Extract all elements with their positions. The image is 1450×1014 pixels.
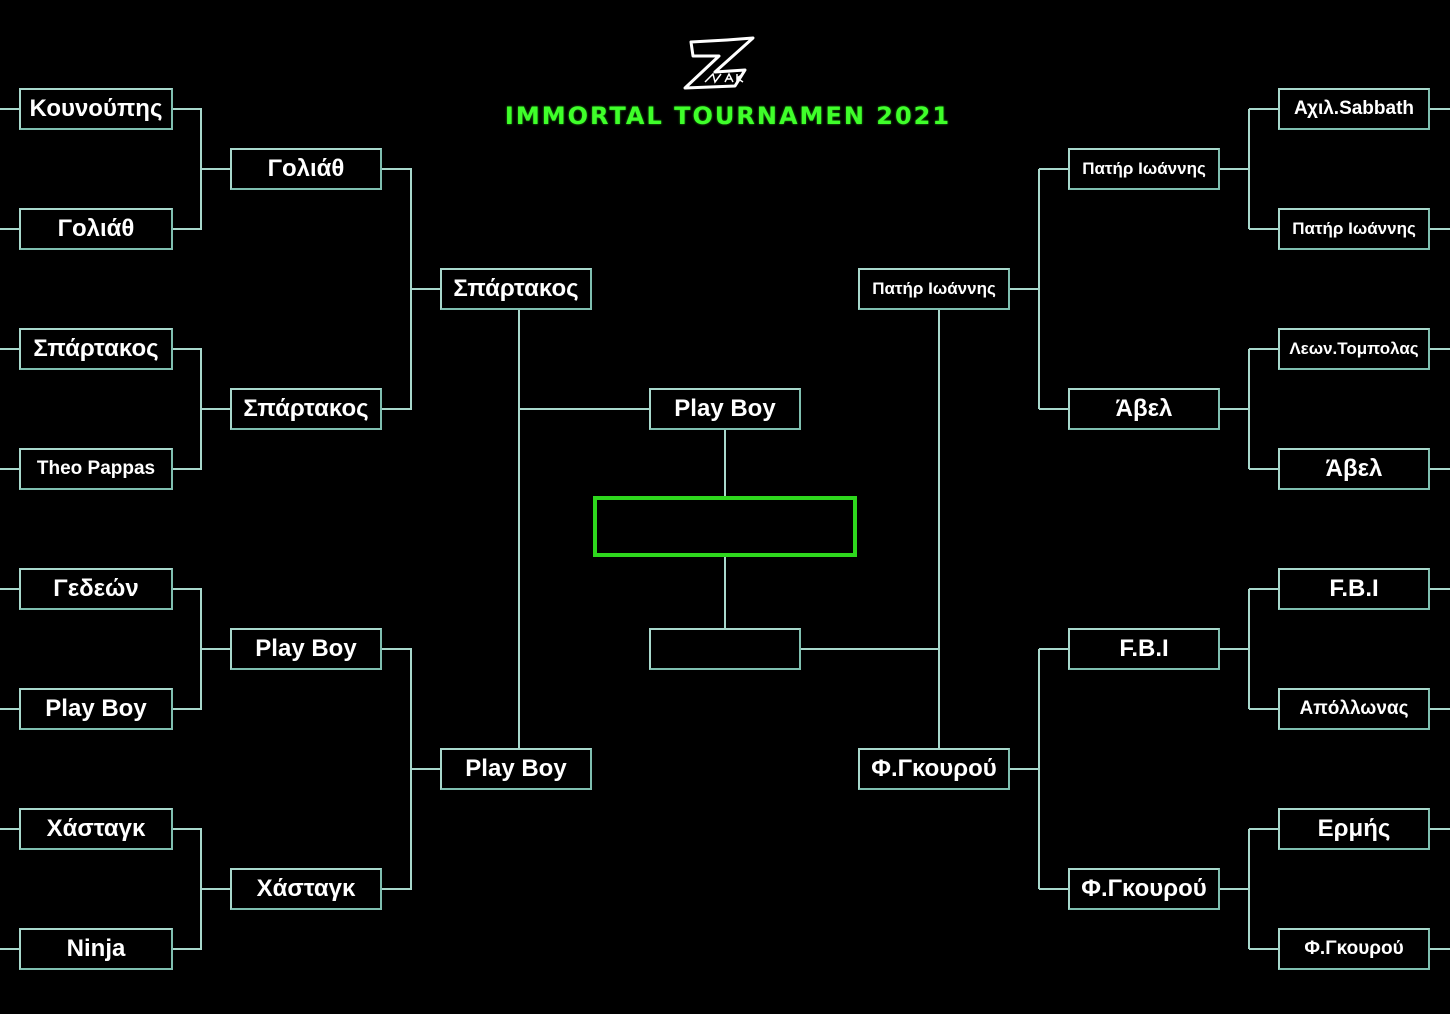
right-r1-slot-6[interactable]: Απόλλωνας	[1278, 688, 1430, 730]
left-r1-slot-5[interactable]: Γεδεών	[19, 568, 173, 610]
right-r2-slot-3[interactable]: F.B.I	[1068, 628, 1220, 670]
left-r1-slot-3[interactable]: Σπάρτακος	[19, 328, 173, 370]
left-r2-slot-1[interactable]: Γολιάθ	[230, 148, 382, 190]
left-r1-slot-8[interactable]: Ninja	[19, 928, 173, 970]
right-r1-slot-2[interactable]: Πατήρ Ιωάννης	[1278, 208, 1430, 250]
right-r1-slot-5[interactable]: F.B.I	[1278, 568, 1430, 610]
left-r1-slot-1[interactable]: Κουνούπης	[19, 88, 173, 130]
right-r1-slot-8[interactable]: Φ.Γκουρού	[1278, 928, 1430, 970]
champion-box[interactable]	[593, 496, 857, 557]
tournament-title: IMMORTAL TOURNAMEN 2021	[504, 102, 952, 130]
final-slot-top[interactable]: Play Boy	[649, 388, 801, 430]
left-r1-slot-4[interactable]: Theo Pappas	[19, 448, 173, 490]
left-r1-slot-7[interactable]: Χάσταγκ	[19, 808, 173, 850]
right-r2-slot-4[interactable]: Φ.Γκουρού	[1068, 868, 1220, 910]
right-r1-slot-7[interactable]: Ερμής	[1278, 808, 1430, 850]
left-r2-slot-4[interactable]: Χάσταγκ	[230, 868, 382, 910]
right-r1-slot-1[interactable]: Αχιλ.Sabbath	[1278, 88, 1430, 130]
right-semi-slot-2[interactable]: Φ.Γκουρού	[858, 748, 1010, 790]
right-r1-slot-3[interactable]: Λεων.Τομπολας	[1278, 328, 1430, 370]
right-r2-slot-2[interactable]: Άβελ	[1068, 388, 1220, 430]
right-r1-slot-4[interactable]: Άβελ	[1278, 448, 1430, 490]
left-r2-slot-3[interactable]: Play Boy	[230, 628, 382, 670]
left-r1-slot-6[interactable]: Play Boy	[19, 688, 173, 730]
right-semi-slot-1[interactable]: Πατήρ Ιωάννης	[858, 268, 1010, 310]
left-r2-slot-2[interactable]: Σπάρτακος	[230, 388, 382, 430]
final-slot-bottom[interactable]	[649, 628, 801, 670]
left-r1-slot-2[interactable]: Γολιάθ	[19, 208, 173, 250]
left-semi-slot-2[interactable]: Play Boy	[440, 748, 592, 790]
left-semi-slot-1[interactable]: Σπάρτακος	[440, 268, 592, 310]
zmak-logo	[683, 36, 755, 90]
right-r2-slot-1[interactable]: Πατήρ Ιωάννης	[1068, 148, 1220, 190]
